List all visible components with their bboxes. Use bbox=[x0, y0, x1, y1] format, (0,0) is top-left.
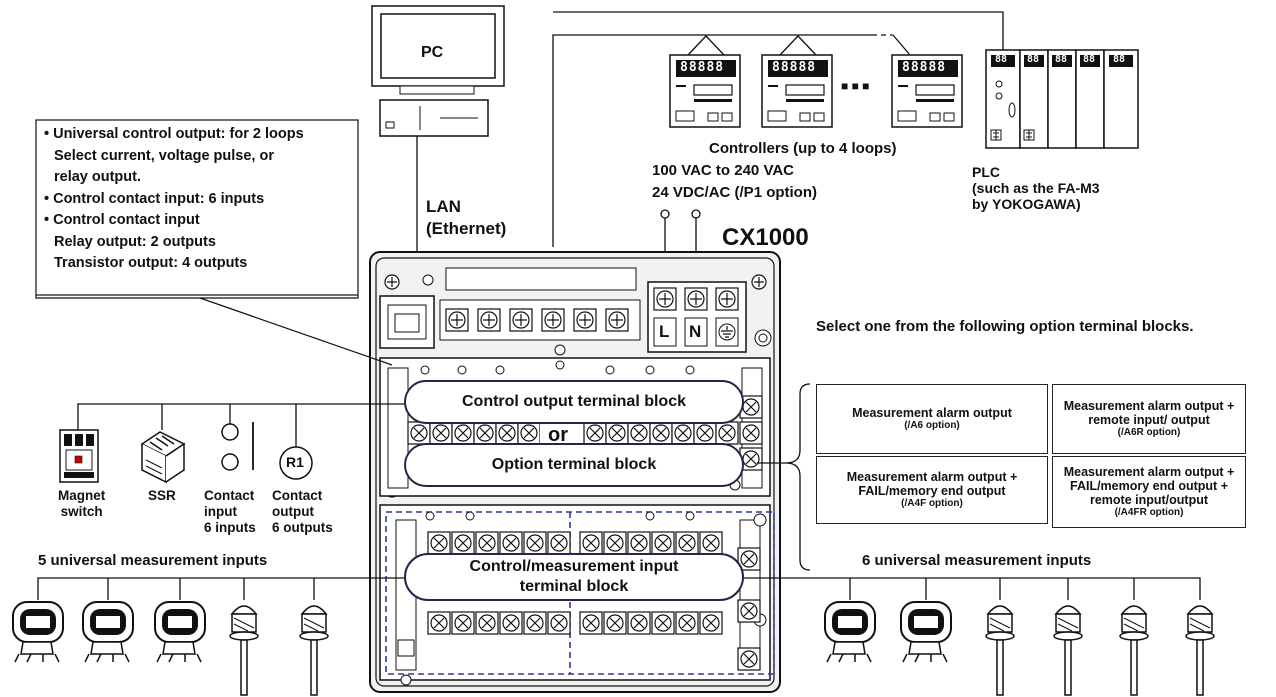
ssr-icon bbox=[140, 431, 186, 484]
magnet-switch-label-line: switch bbox=[60, 504, 103, 519]
magnet-switch-icon bbox=[59, 429, 99, 483]
measurement-input-terminal-block: Control/measurement input terminal block bbox=[404, 553, 744, 601]
left-inputs-label: 5 universal measurement inputs bbox=[38, 552, 268, 569]
controller-display: 88888 bbox=[902, 60, 947, 75]
callout-line: Transistor output: 4 outputs bbox=[54, 255, 248, 271]
magnet-switch-label-line: Magnet bbox=[58, 488, 106, 503]
relay-symbol-label: R1 bbox=[286, 454, 304, 470]
controller-ellipsis: ■ ■ ■ bbox=[841, 79, 870, 93]
pc-label: PC bbox=[421, 44, 444, 61]
contact-input-icon bbox=[221, 422, 254, 471]
controllers-label: Controllers (up to 4 loops) bbox=[709, 140, 897, 157]
option-text: Measurement alarm output + FAIL/memory e… bbox=[1063, 465, 1235, 507]
option-text: Measurement alarm output + remote input/… bbox=[1063, 399, 1235, 427]
lan-label-line: LAN bbox=[426, 197, 461, 216]
device-name: CX1000 bbox=[722, 224, 809, 251]
callout-line: • Universal control output: for 2 loops bbox=[44, 126, 304, 142]
option-a4f: Measurement alarm output + FAIL/memory e… bbox=[816, 456, 1048, 524]
plc-display: 88 bbox=[995, 54, 1008, 65]
contact-output-label-line: 6 outputs bbox=[272, 520, 333, 535]
contact-output-label-line: Contact bbox=[272, 488, 323, 503]
callout-line: • Control contact input: 6 inputs bbox=[44, 190, 265, 207]
pc-icon bbox=[371, 5, 505, 137]
control-output-terminal-block: Control output terminal block bbox=[404, 380, 744, 424]
plc-display: 88 bbox=[1113, 54, 1126, 65]
lan-label-line: (Ethernet) bbox=[426, 219, 507, 238]
plc-display: 88 bbox=[1083, 54, 1096, 65]
controller-display: 88888 bbox=[772, 60, 817, 75]
measurement-block-line: Control/measurement input bbox=[469, 558, 679, 575]
plc-icon bbox=[985, 49, 1139, 149]
plc-label: PLC (such as the FA-M3 by YOKOGAWA) bbox=[972, 164, 1100, 212]
contact-input-label-line: Contact bbox=[204, 488, 255, 503]
right-inputs-label: 6 universal measurement inputs bbox=[862, 552, 1092, 569]
measurement-block-line: terminal block bbox=[519, 578, 629, 595]
magnet-switch-label: Magnet switch bbox=[58, 488, 105, 520]
lan-label: LAN (Ethernet) bbox=[426, 196, 506, 240]
option-a4fr: Measurement alarm output + FAIL/memory e… bbox=[1052, 456, 1246, 528]
option-select-note: Select one from the following option ter… bbox=[816, 318, 1194, 335]
option-code: (/A4FR option) bbox=[1114, 507, 1184, 518]
plc-label-line: PLC bbox=[972, 164, 1000, 180]
contact-output-label-line: output bbox=[272, 504, 314, 519]
option-terminal-block: Option terminal block bbox=[404, 443, 744, 487]
power-line2: 24 VDC/AC (/P1 option) bbox=[652, 184, 818, 201]
terminal-L: L bbox=[659, 322, 670, 341]
plc-label-line: by YOKOGAWA) bbox=[972, 196, 1081, 212]
option-text: Measurement alarm output bbox=[852, 406, 1012, 420]
option-code: (/A6R option) bbox=[1117, 427, 1181, 438]
ssr-label: SSR bbox=[148, 488, 176, 503]
contact-input-label: Contact input 6 inputs bbox=[204, 488, 256, 536]
option-code: (/A6 option) bbox=[904, 420, 960, 431]
terminal-N: N bbox=[689, 322, 702, 341]
power-line1: 100 VAC to 240 VAC bbox=[652, 162, 794, 179]
contact-input-label-line: 6 inputs bbox=[204, 520, 256, 535]
plc-display: 88 bbox=[1027, 54, 1040, 65]
feature-callout: • Universal control output: for 2 loops … bbox=[44, 124, 304, 275]
contact-output-label: Contact output 6 outputs bbox=[272, 488, 333, 536]
callout-line: relay output. bbox=[54, 169, 142, 185]
controller-display: 88888 bbox=[680, 60, 725, 75]
option-a6r: Measurement alarm output + remote input/… bbox=[1052, 384, 1246, 454]
callout-line: Relay output: 2 outputs bbox=[54, 233, 216, 250]
plc-display: 88 bbox=[1055, 54, 1068, 65]
plc-label-line: (such as the FA-M3 bbox=[972, 180, 1100, 196]
option-text: Measurement alarm output + FAIL/memory e… bbox=[846, 470, 1018, 498]
callout-line: • Control contact input bbox=[44, 212, 200, 228]
option-code: (/A4F option) bbox=[901, 498, 963, 509]
contact-input-label-line: input bbox=[204, 504, 237, 519]
option-a6: Measurement alarm output (/A6 option) bbox=[816, 384, 1048, 454]
or-label: or bbox=[540, 424, 576, 447]
relay-symbol-icon bbox=[279, 446, 313, 480]
callout-line: Select current, voltage pulse, or bbox=[54, 147, 274, 164]
